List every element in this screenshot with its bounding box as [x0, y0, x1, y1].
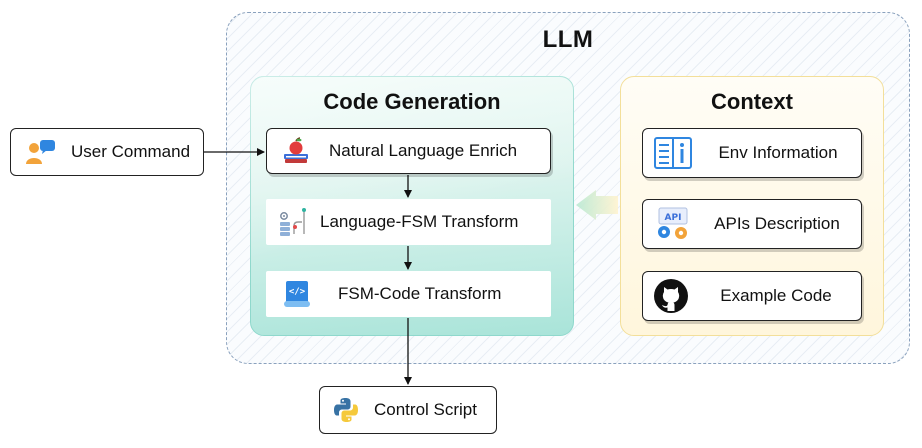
llm-title: LLM	[542, 26, 594, 53]
step-natural-language-enrich: Natural Language Enrich	[266, 128, 551, 174]
context-apis-description: API APIs Description	[642, 199, 862, 249]
github-icon	[653, 278, 689, 314]
step-fsm-code-transform: </> FSM-Code Transform	[266, 271, 551, 317]
code-scroll-icon: </>	[280, 277, 314, 311]
user-chat-icon	[25, 139, 57, 165]
context-example-code: Example Code	[642, 271, 862, 321]
svg-text:API: API	[665, 213, 682, 223]
user-command-label: User Command	[71, 142, 191, 161]
step-language-fsm-transform-label: Language-FSM Transform	[320, 212, 519, 231]
fsm-flow-icon	[278, 204, 312, 240]
step-language-fsm-transform: Language-FSM Transform	[266, 199, 551, 245]
step-natural-language-enrich-label: Natural Language Enrich	[329, 141, 518, 160]
api-gears-icon: API	[653, 206, 693, 242]
context-apis-description-label: APIs Description	[714, 214, 840, 233]
book-apple-icon	[281, 136, 311, 166]
control-script-box: Control Script	[319, 386, 497, 434]
context-env-information: Env Information	[642, 128, 862, 178]
control-script-label: Control Script	[374, 400, 477, 419]
user-command-box: User Command	[10, 128, 204, 176]
python-icon	[332, 396, 360, 424]
context-env-information-label: Env Information	[718, 143, 838, 162]
context-title: Context	[711, 89, 793, 114]
svg-text:</>: </>	[289, 287, 306, 297]
code-generation-title: Code Generation	[323, 89, 501, 114]
context-example-code-label: Example Code	[720, 286, 832, 305]
step-fsm-code-transform-label: FSM-Code Transform	[338, 284, 502, 303]
info-document-icon	[653, 136, 693, 170]
